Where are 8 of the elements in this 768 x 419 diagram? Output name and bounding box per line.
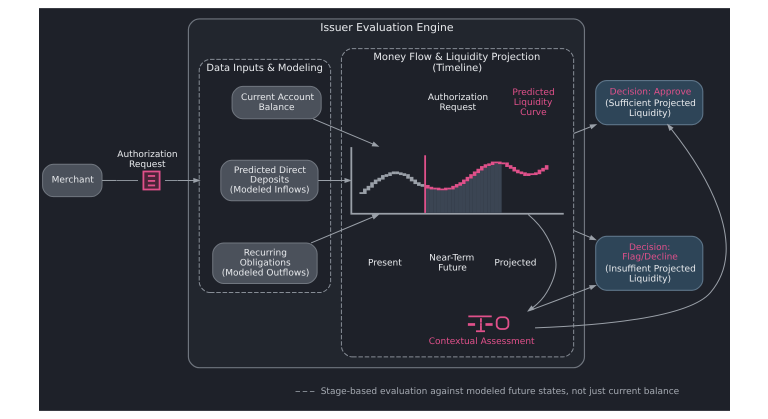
node-label: Authorization Request	[116, 150, 178, 170]
node-label: Contextual Assessment	[428, 336, 534, 347]
label: Predicted Liquidity Curve	[512, 88, 554, 118]
label: Projected	[494, 258, 536, 269]
label: Present	[367, 258, 402, 269]
legend-label: Stage-based evaluation against modeled future states, not just current balance	[320, 386, 679, 397]
label: Authorization Request	[427, 92, 488, 113]
label: Near-Term Future	[428, 254, 474, 274]
